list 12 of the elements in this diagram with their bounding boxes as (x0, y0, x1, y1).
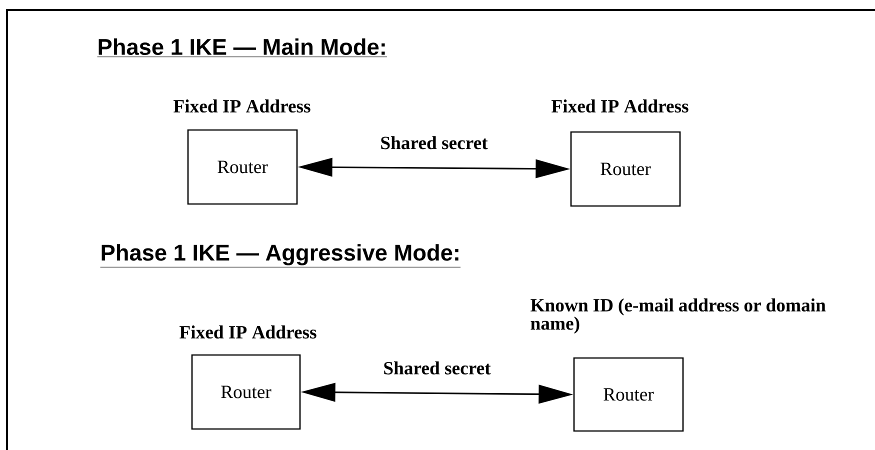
heading: Phase 1 IKE — Aggressive Mode: (100, 244, 461, 268)
router-box: Router (187, 129, 298, 205)
address-label: Fixed IP Address (552, 99, 688, 113)
address-label: Known ID (e-mail address or domain name) (530, 298, 826, 334)
router-box: Router (570, 131, 681, 207)
address-label: Fixed IP Address (180, 325, 316, 339)
heading: Phase 1 IKE — Main Mode: (97, 38, 388, 58)
router-box: Router (573, 357, 684, 432)
edge-label: Shared secret (384, 361, 491, 374)
address-label: Fixed IP Address (174, 99, 310, 113)
edge-label: Shared secret (381, 136, 488, 150)
router-box: Router (191, 354, 301, 430)
